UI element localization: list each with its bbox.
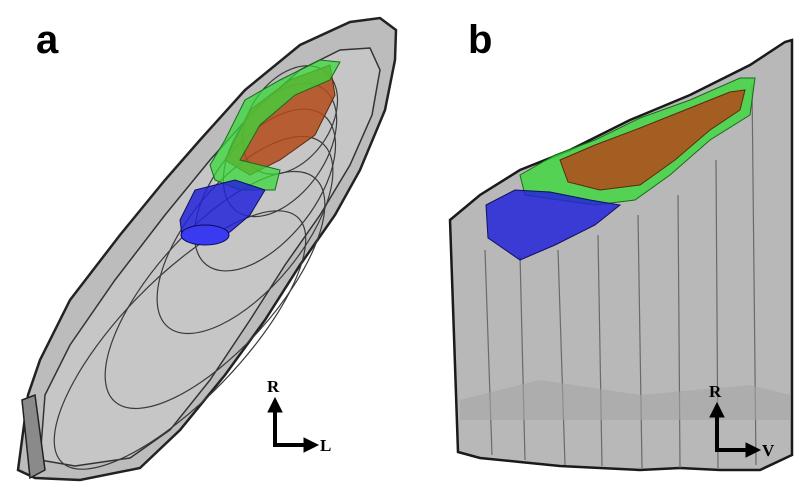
axis-vertical-arrowhead xyxy=(267,396,283,413)
panel-a-render xyxy=(16,16,398,482)
axis-label-vertical-a: R xyxy=(267,377,280,396)
axes-b xyxy=(709,401,762,458)
blue-cap xyxy=(180,224,230,246)
panel-a: a R L xyxy=(16,16,398,482)
axes-a xyxy=(267,396,320,453)
blue-region-b xyxy=(485,189,622,261)
axis-vertical-arrowhead-b xyxy=(709,401,725,418)
axis-horizontal-arrowhead xyxy=(303,437,320,453)
panel-b-render xyxy=(448,38,794,472)
axis-label-horizontal-a: L xyxy=(320,436,332,455)
axis-horizontal-arrowhead-b xyxy=(745,442,762,458)
lower-edge xyxy=(21,393,46,480)
inner-shell xyxy=(39,47,381,467)
red-region-b xyxy=(559,89,746,191)
panel-letter-b: b xyxy=(468,18,493,62)
panel-letter-a: a xyxy=(36,18,59,62)
slice-lines xyxy=(484,84,757,469)
panel-b: b R V xyxy=(420,0,800,495)
axis-label-vertical-b: R xyxy=(709,382,722,401)
slab xyxy=(448,38,794,472)
shading xyxy=(460,380,790,420)
axis-label-horizontal-b: V xyxy=(762,441,775,460)
